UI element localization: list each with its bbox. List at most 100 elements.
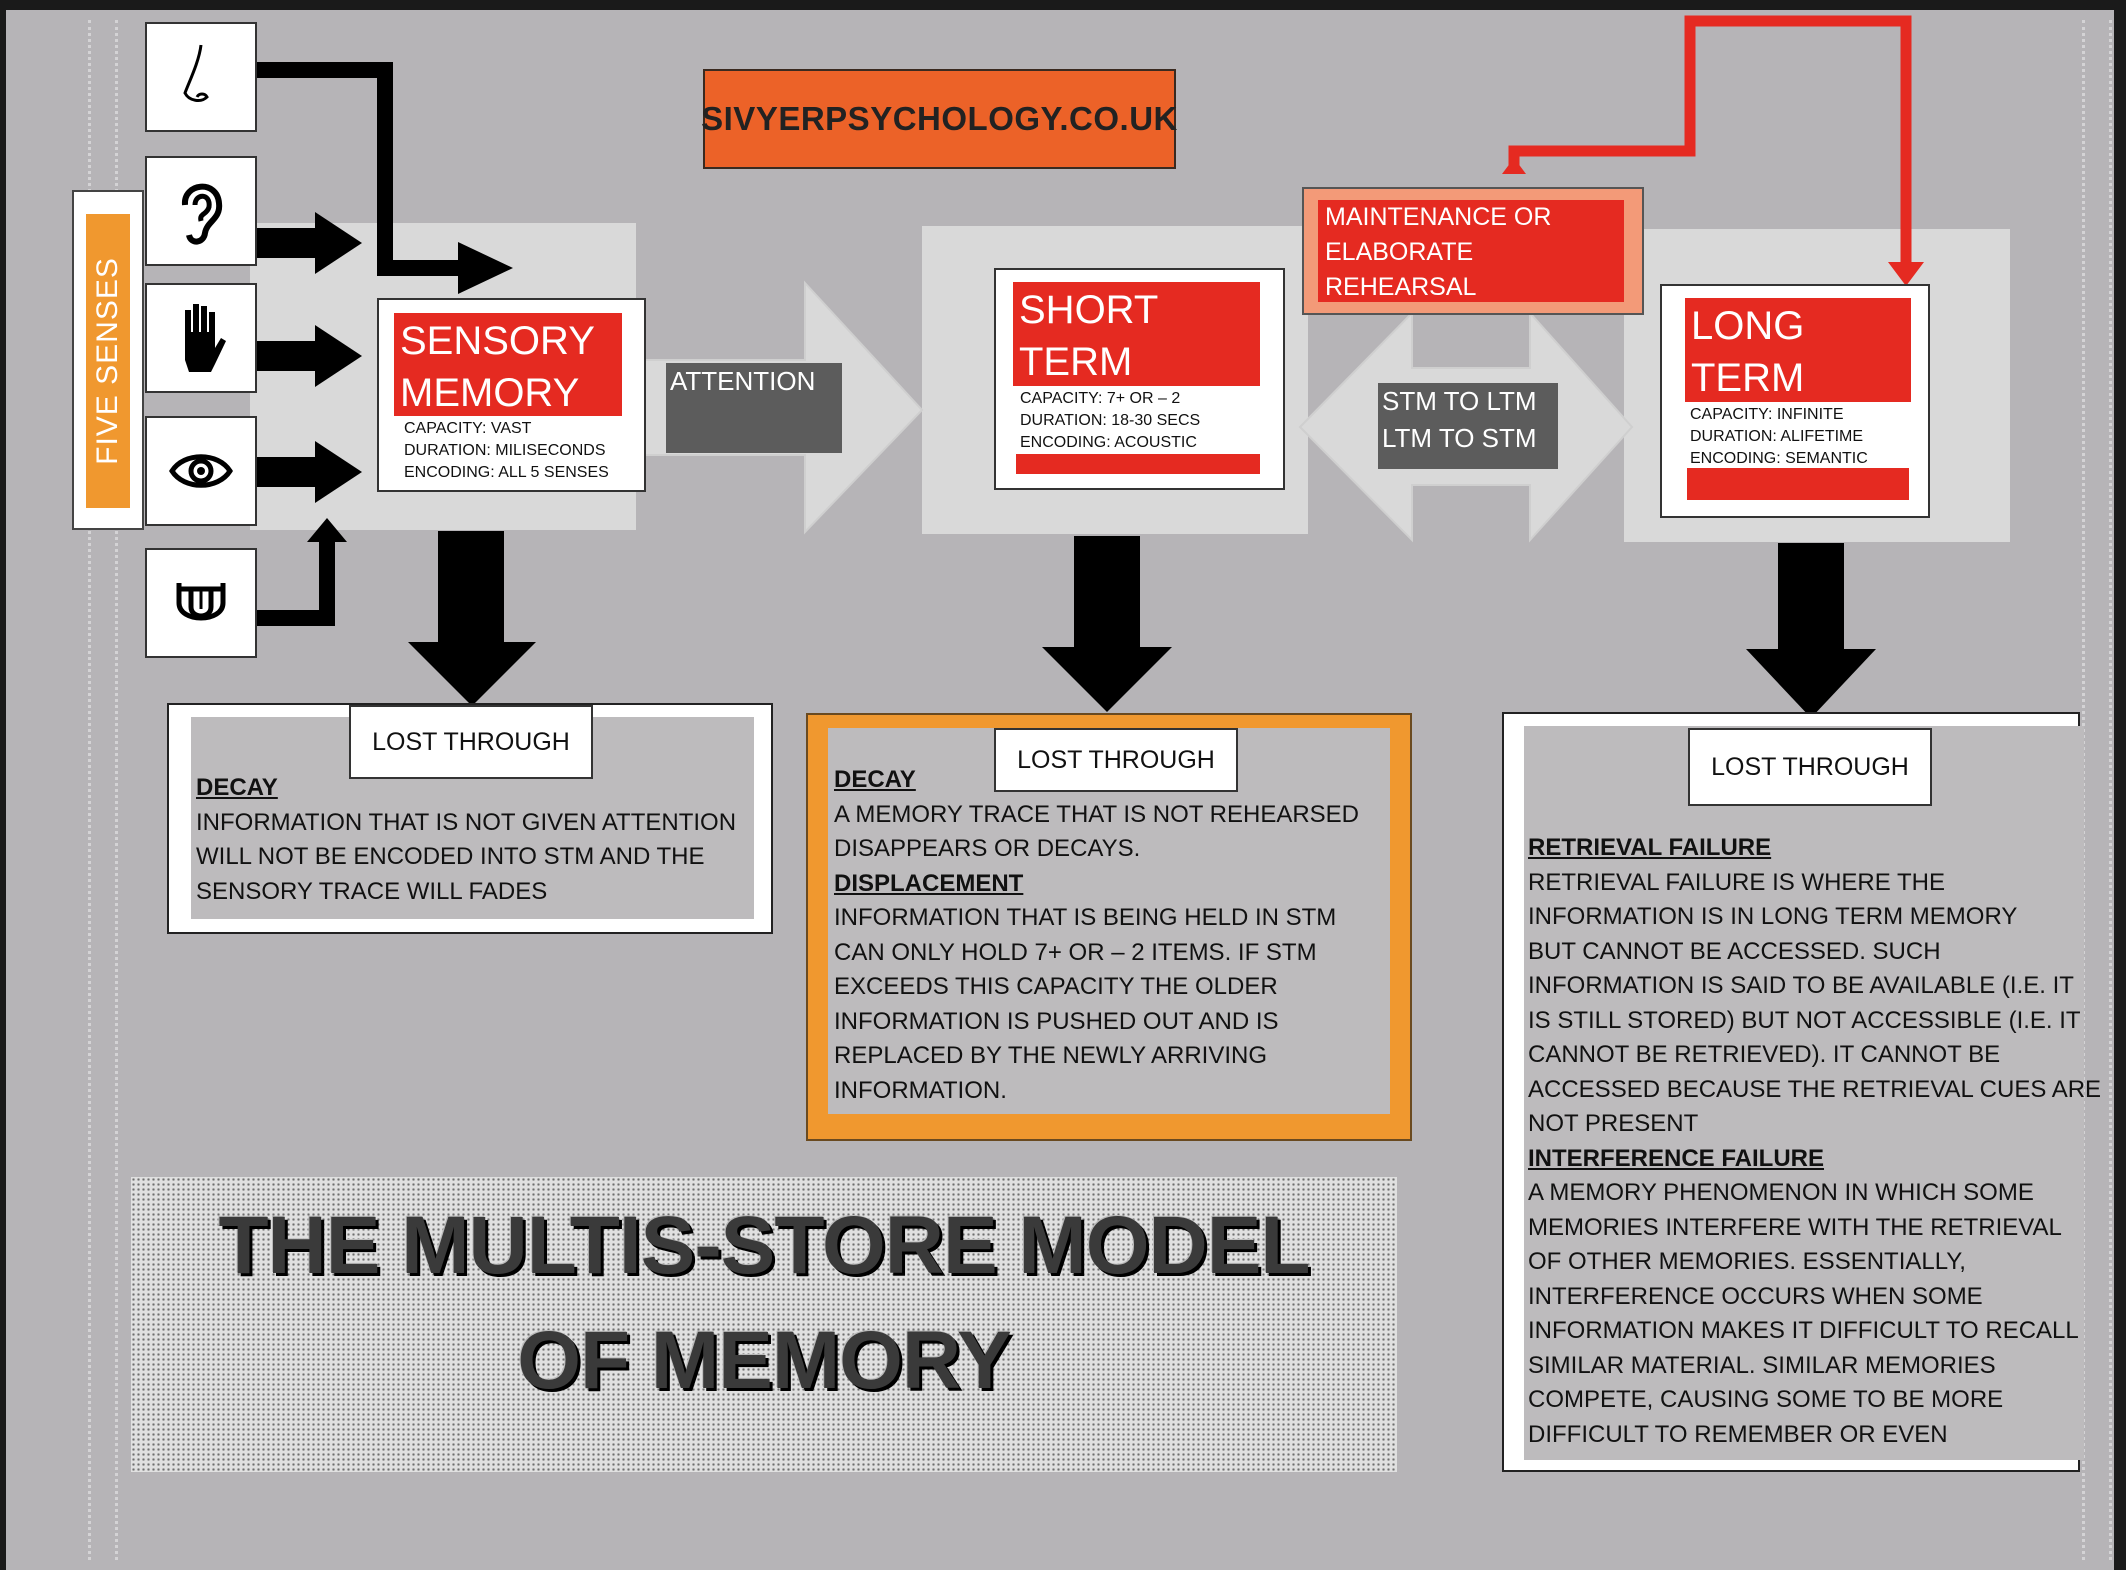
ltm-interference-line8: DIFFICULT TO REMEMBER OR EVEN	[1528, 1420, 1948, 1448]
stm-capacity: CAPACITY: 7+ OR – 2	[1020, 390, 1181, 407]
ltm-title: LONG TERM MEMORY	[1685, 298, 1911, 452]
ltm-retrieval-line7: ACCESSED BECAUSE THE RETRIEVAL CUES ARE	[1528, 1075, 2102, 1103]
sensory-decay-line1: INFORMATION THAT IS NOT GIVEN ATTENTION	[196, 808, 737, 836]
sensory-memory-title-line2: MEMORY	[400, 371, 580, 415]
tongue-arrow	[253, 540, 335, 626]
sensory-duration: DURATION: MILISECONDS	[404, 442, 606, 459]
stm-title-line1: SHORT TERM	[1019, 288, 1158, 384]
ltm-interference-line6: SIMILAR MATERIAL. SIMILAR MEMORIES	[1528, 1351, 1996, 1379]
sensory-lost-through-tab: LOST THROUGH	[349, 705, 593, 779]
stm-title-line2: MEMORY	[1019, 392, 1199, 436]
rehearsal-loop-arrowhead-up	[1502, 158, 1526, 174]
ltm-interference-line3: OF OTHER MEMORIES. ESSENTIALLY,	[1528, 1248, 1966, 1275]
ltm-retrieval-heading: RETRIEVAL FAILURE	[1528, 834, 1772, 861]
ltm-retrieval-line2: INFORMATION IS IN LONG TERM MEMORY	[1528, 903, 2018, 930]
sensory-memory-title-line1: SENSORY	[400, 319, 595, 363]
hand-icon	[145, 283, 257, 393]
stm-displacement-line5: REPLACED BY THE NEWLY ARRIVING	[834, 1042, 1268, 1069]
stm-displacement-line4: INFORMATION IS PUSHED OUT AND IS	[834, 1007, 1279, 1035]
sensory-down-arrow-shaft	[438, 531, 504, 644]
stm-encoding: ENCODING: ACOUSTIC	[1020, 434, 1197, 451]
stm-down-arrow-shaft	[1074, 536, 1140, 649]
sensory-encoding: ENCODING: ALL 5 SENSES	[404, 464, 609, 481]
ltm-title-line1: LONG TERM	[1691, 304, 1805, 400]
stm-displacement-line6: INFORMATION.	[834, 1076, 1007, 1104]
stm-details: CAPACITY: 7+ OR – 2 DURATION: 18-30 SECS…	[1020, 388, 1200, 454]
ltm-down-arrow-shaft	[1778, 543, 1844, 651]
ltm-retrieval-line4: INFORMATION IS SAID TO BE AVAILABLE (I.E…	[1528, 972, 2074, 999]
ltm-down-arrowhead	[1746, 649, 1876, 718]
ltm-retrieval-line6: CANNOT BE RETRIEVED). IT CANNOT BE	[1528, 1041, 2001, 1068]
stm-decay-line1: A MEMORY TRACE THAT IS NOT REHEARSED	[834, 800, 1360, 828]
stm-displacement-line3: EXCEEDS THIS CAPACITY THE OLDER	[834, 973, 1278, 1000]
title-line2: OF MEMORY	[517, 1315, 1012, 1406]
tongue-icon	[145, 548, 257, 658]
ltm-interference-line1: A MEMORY PHENOMENON IN WHICH SOME	[1528, 1179, 2034, 1206]
title-line1: THE MULTIS-STORE MODEL	[218, 1200, 1310, 1291]
stm-displacement-line1: INFORMATION THAT IS BEING HELD IN STM	[834, 904, 1337, 931]
sensory-capacity: CAPACITY: VAST	[404, 420, 532, 437]
ltm-lost-through-tab: LOST THROUGH	[1688, 728, 1932, 806]
ltm-retrieval-line3: BUT CANNOT BE ACCESSED. SUCH	[1528, 937, 1941, 965]
title-panel	[131, 1177, 1397, 1472]
ear-arrow-shaft	[251, 228, 317, 258]
attention-label: ATTENTION	[666, 363, 842, 453]
rehearsal-line1: MAINTENANCE OR	[1325, 203, 1552, 231]
ltm-loss-text: RETRIEVAL FAILURE RETRIEVAL FAILURE IS W…	[1528, 831, 2101, 1452]
ear-icon	[145, 156, 257, 266]
transfer-line2: LTM TO STM	[1382, 423, 1537, 453]
five-senses-label: FIVE SENSES	[91, 257, 124, 465]
ear-arrowhead	[315, 212, 362, 274]
website-label[interactable]: SIVYERPSYCHOLOGY.CO.UK	[701, 69, 1177, 169]
stm-decay-heading: DECAY	[834, 766, 916, 793]
nose-arrow	[257, 62, 460, 276]
ltm-retrieval-line1: RETRIEVAL FAILURE IS WHERE THE	[1528, 868, 1945, 896]
stm-down-arrowhead	[1042, 647, 1172, 712]
stm-displacement-heading: DISPLACEMENT	[834, 869, 1024, 897]
nose-icon	[145, 22, 257, 132]
ltm-duration: DURATION: ALIFETIME	[1690, 428, 1864, 445]
diagram-title: THE MULTIS-STORE MODEL OF MEMORY	[131, 1188, 1397, 1418]
sensory-loss-text: DECAY INFORMATION THAT IS NOT GIVEN ATTE…	[196, 771, 736, 909]
nose-arrowhead	[458, 242, 513, 294]
sensory-decay-line2: WILL NOT BE ENCODED INTO STM AND THE	[196, 843, 705, 870]
five-senses-band	[86, 214, 130, 508]
sensory-down-arrowhead	[408, 642, 536, 706]
ltm-retrieval-line5: IS STILL STORED) BUT NOT ACCESSIBLE (I.E…	[1528, 1006, 2081, 1034]
transfer-line1: STM TO LTM	[1382, 386, 1537, 416]
ltm-interference-line4: INTERFERENCE OCCURS WHEN SOME	[1528, 1282, 1983, 1310]
ltm-red-bar	[1687, 468, 1909, 500]
sensory-memory-details: CAPACITY: VAST DURATION: MILISECONDS ENC…	[404, 418, 609, 484]
ltm-interference-line5: INFORMATION MAKES IT DIFFICULT TO RECALL	[1528, 1317, 2079, 1344]
stm-displacement-line2: CAN ONLY HOLD 7+ OR – 2 ITEMS. IF STM	[834, 938, 1317, 966]
eye-icon	[145, 416, 257, 526]
ltm-interference-line2: MEMORIES INTERFERE WITH THE RETRIEVAL	[1528, 1213, 2062, 1241]
sensory-memory-title: SENSORY MEMORY	[394, 313, 622, 416]
rehearsal-loop-arrow	[1508, 15, 1912, 267]
ltm-retrieval-line8: NOT PRESENT	[1528, 1110, 1699, 1137]
hand-arrow-shaft	[251, 341, 317, 371]
stm-red-bar	[1016, 454, 1260, 474]
ltm-capacity: CAPACITY: INFINITE	[1690, 406, 1844, 423]
stm-decay-line2: DISAPPEARS OR DECAYS.	[834, 835, 1141, 862]
stm-lost-through-tab: LOST THROUGH	[994, 728, 1238, 792]
ltm-interference-heading: INTERFERENCE FAILURE	[1528, 1144, 1825, 1172]
ltm-encoding: ENCODING: SEMANTIC	[1690, 450, 1868, 467]
ltm-details: CAPACITY: INFINITE DURATION: ALIFETIME E…	[1690, 404, 1868, 470]
stm-duration: DURATION: 18-30 SECS	[1020, 412, 1201, 429]
eye-arrowhead	[315, 441, 362, 503]
tongue-arrowhead	[307, 518, 347, 542]
stm-loss-inner	[828, 728, 1390, 1114]
rehearsal-line3: REHEARSAL	[1325, 273, 1477, 301]
hand-arrowhead	[315, 325, 362, 387]
ltm-interference-line7: COMPETE, CAUSING SOME TO BE MORE	[1528, 1386, 2004, 1413]
rehearsal-label: MAINTENANCE OR ELABORATE REHEARSAL	[1318, 200, 1624, 302]
stm-title: SHORT TERM MEMORY	[1013, 282, 1260, 436]
stm-loss-text: DECAY A MEMORY TRACE THAT IS NOT REHEARS…	[834, 763, 1359, 1108]
sensory-decay-line3: SENSORY TRACE WILL FADES	[196, 877, 548, 905]
sensory-decay-heading: DECAY	[196, 774, 278, 801]
eye-arrow-shaft	[251, 457, 317, 487]
rehearsal-loop-arrowhead-down	[1888, 262, 1924, 286]
rehearsal-line2: ELABORATE	[1325, 238, 1474, 266]
